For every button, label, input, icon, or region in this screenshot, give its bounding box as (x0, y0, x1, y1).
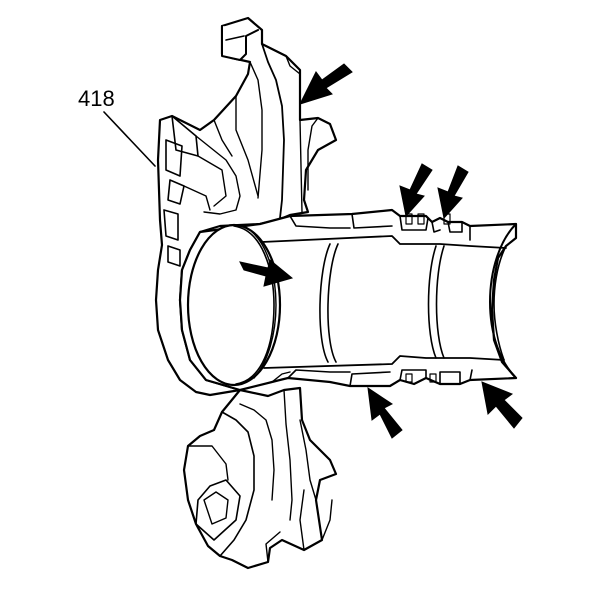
housing-lower-flange (182, 386, 338, 570)
callout-label-418: 418 (78, 86, 115, 111)
arrow-icon (399, 163, 433, 218)
arrow-icon (481, 381, 523, 429)
arrow-icon (299, 63, 353, 105)
arrow-icon (239, 259, 294, 287)
indicator-arrows (239, 63, 523, 439)
bore-sleeve (178, 208, 518, 392)
arrow-icon (437, 165, 469, 220)
callout-leader-line (103, 111, 156, 167)
arrow-icon (367, 386, 403, 439)
